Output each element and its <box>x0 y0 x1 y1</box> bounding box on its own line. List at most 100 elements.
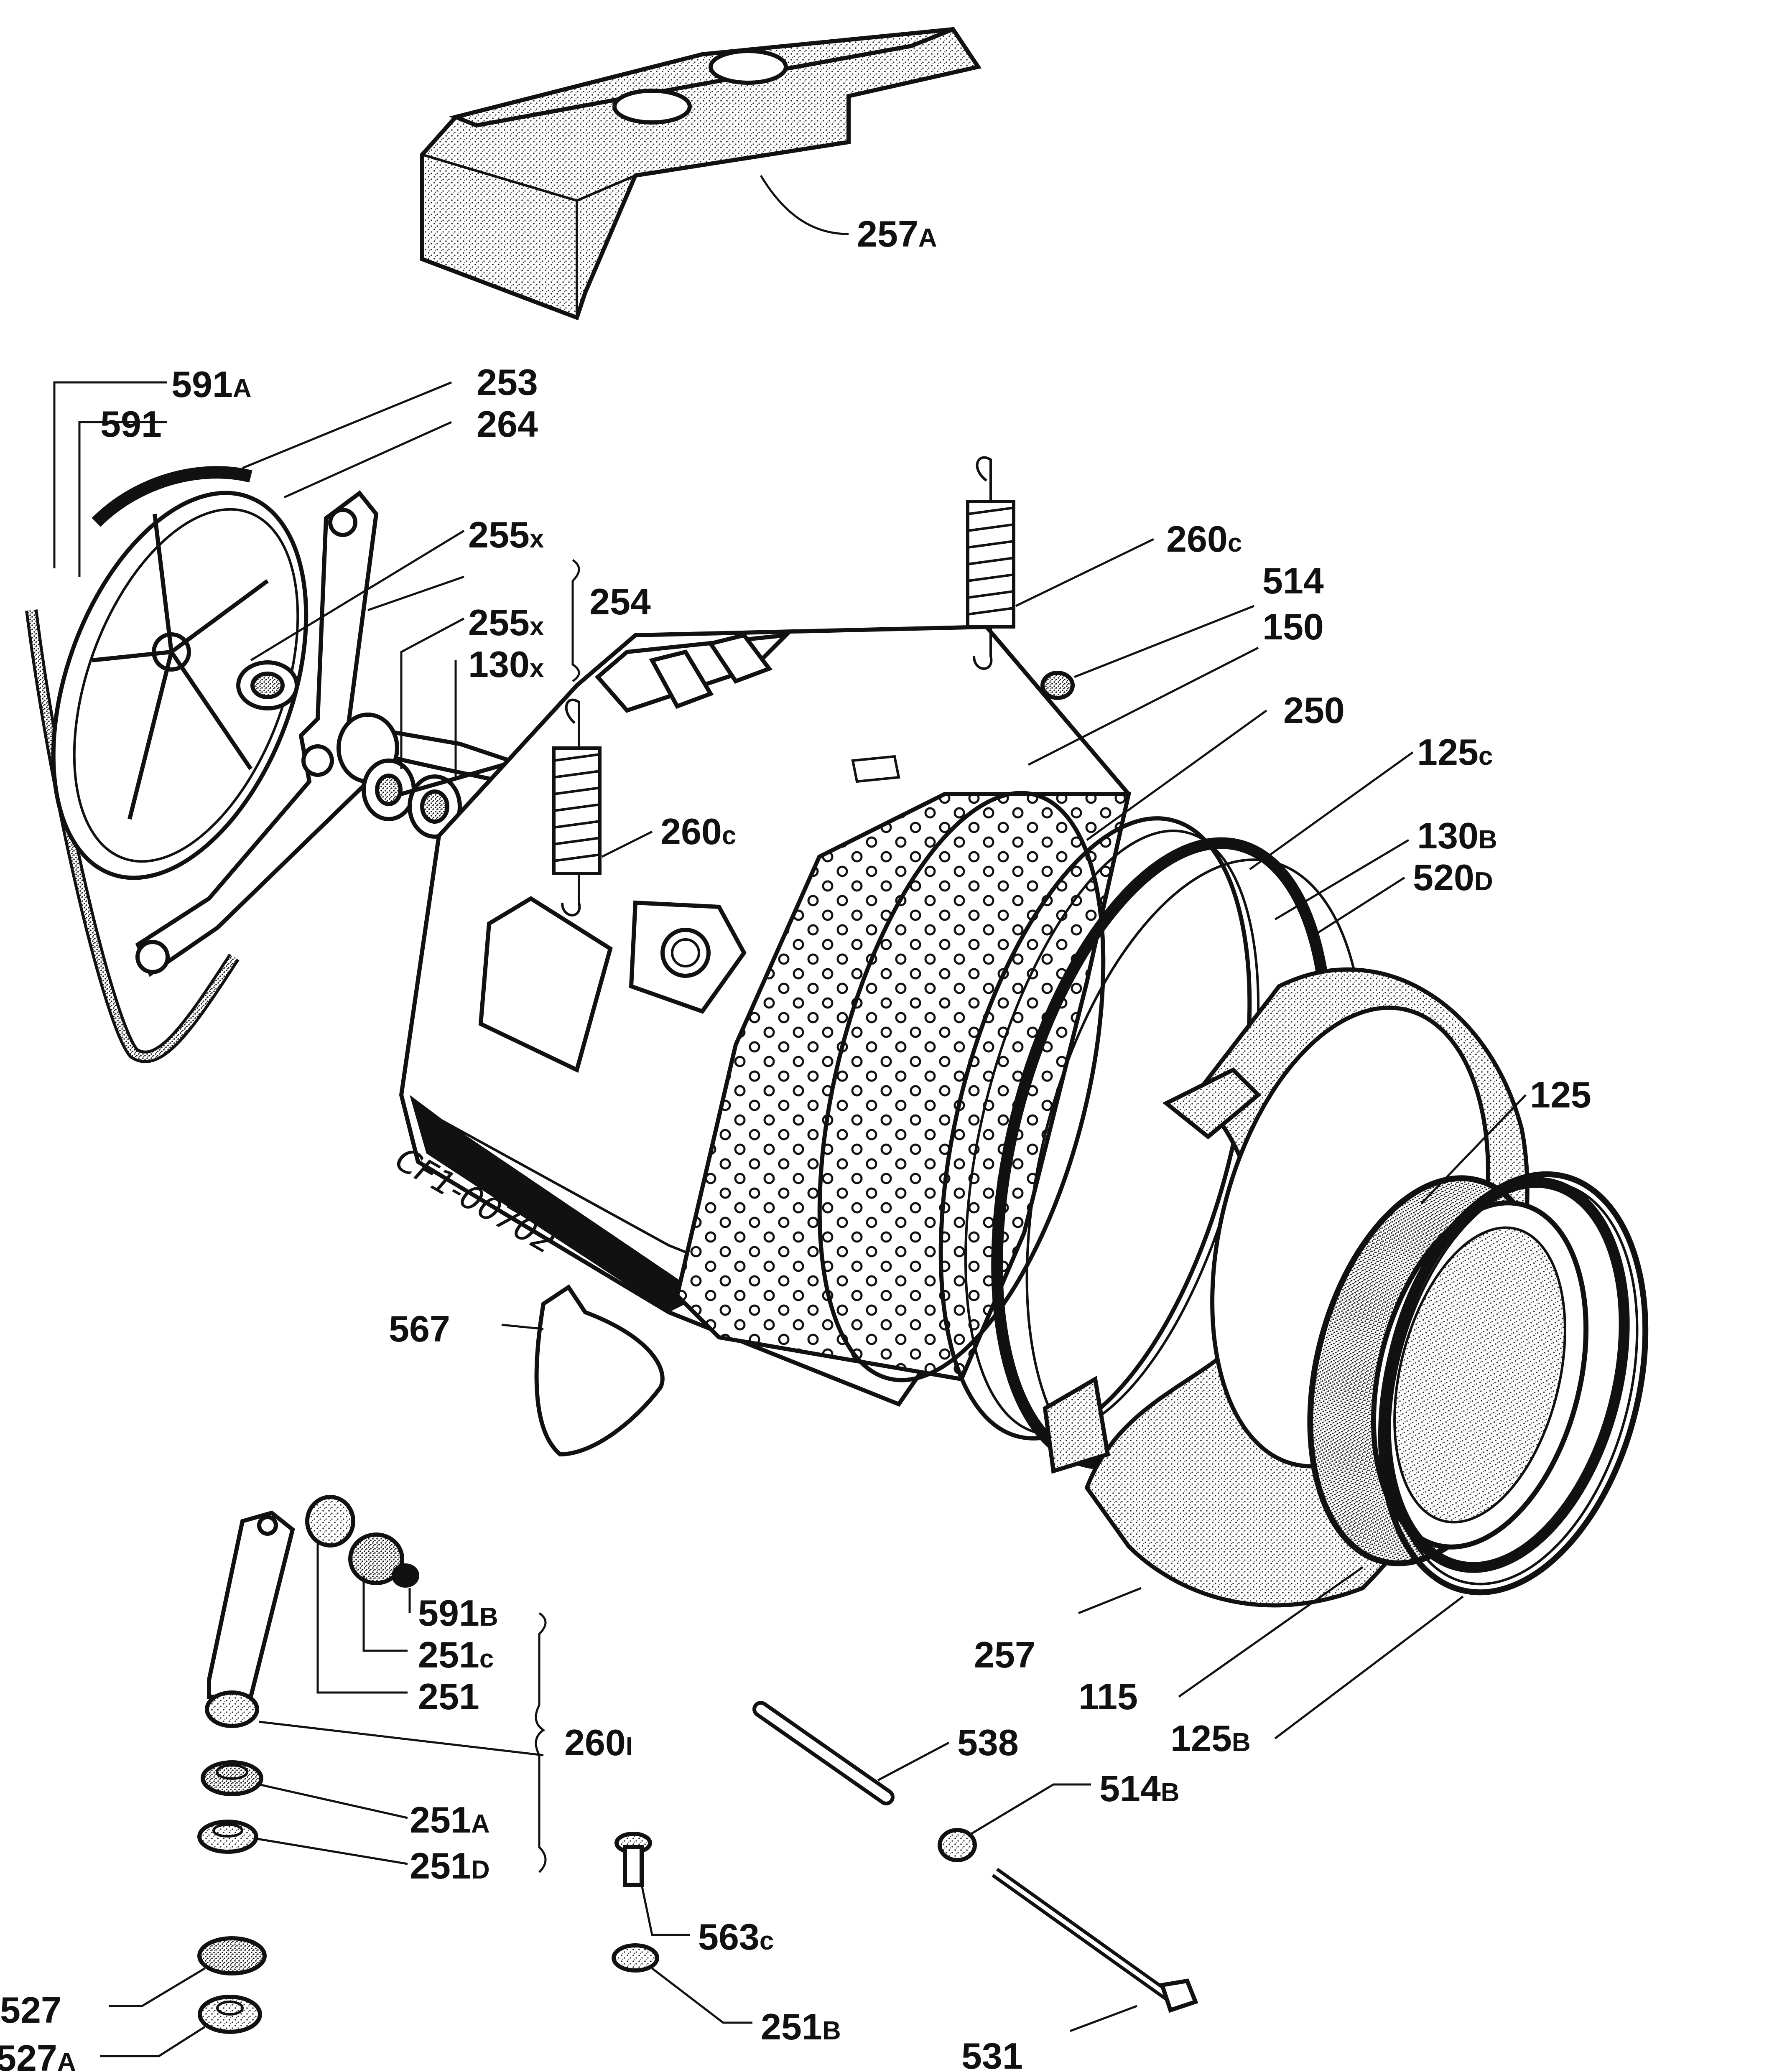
label-527: 527 <box>0 1989 61 2031</box>
label-260c-1: 260c <box>1166 518 1242 560</box>
spring-upper <box>966 456 1015 670</box>
label-suffix: D <box>1474 867 1493 896</box>
label-number: 251 <box>410 1799 471 1840</box>
label-527a: 527A <box>0 2037 76 2072</box>
spring-lower <box>552 698 602 916</box>
label-number: 255 <box>468 602 530 643</box>
label-251c: 251c <box>418 1634 494 1675</box>
label-suffix: B <box>1161 1778 1180 1807</box>
label-255x-1: 255x <box>468 514 544 555</box>
label-number: 563 <box>698 1916 760 1957</box>
label-260i: 260I <box>564 1722 633 1763</box>
door-seal <box>1307 1175 1630 1573</box>
label-number: 260 <box>564 1722 626 1763</box>
label-260c-2: 260c <box>660 811 736 852</box>
label-257: 257 <box>974 1634 1035 1675</box>
label-suffix: c <box>479 1644 494 1673</box>
bearings-shaft <box>362 750 548 839</box>
label-suffix: c <box>722 821 736 850</box>
drum-pulley <box>51 491 308 880</box>
label-suffix: A <box>233 374 252 403</box>
counterweight-top <box>420 27 982 321</box>
label-suffix: c <box>1228 529 1242 557</box>
label-number: 130 <box>468 644 530 685</box>
label-number: 591 <box>418 1592 479 1634</box>
label-suffix: B <box>822 2016 841 2045</box>
bracket-567 <box>534 1284 665 1457</box>
label-130b: 130B <box>1417 815 1497 856</box>
label-538: 538 <box>957 1722 1019 1763</box>
bush-514b <box>938 1828 977 1862</box>
label-suffix: I <box>626 1732 633 1761</box>
pin-538 <box>752 1701 895 1805</box>
label-number: 257 <box>857 213 918 255</box>
inner-drum <box>675 791 1132 1382</box>
label-number: 260 <box>660 811 722 852</box>
label-number: 527 <box>0 1989 61 2031</box>
damper-assembly <box>197 1495 419 1854</box>
label-number: 150 <box>1262 606 1324 647</box>
label-255x-2: 255x <box>468 602 544 643</box>
label-number: 514 <box>1262 560 1324 601</box>
label-115: 115 <box>1078 1676 1138 1717</box>
label-251: 251 <box>418 1676 479 1717</box>
label-125b: 125B <box>1170 1718 1251 1759</box>
label-suffix: c <box>760 1927 774 1955</box>
label-suffix: x <box>530 654 544 683</box>
label-125c: 125c <box>1417 731 1493 773</box>
label-130x: 130x <box>468 644 544 685</box>
label-514: 514 <box>1262 560 1324 601</box>
label-257a: 257A <box>857 213 937 255</box>
label-251b: 251B <box>761 2006 841 2047</box>
label-number: 531 <box>961 2035 1023 2072</box>
label-number: 125 <box>1530 1074 1591 1115</box>
label-suffix: B <box>1232 1728 1251 1757</box>
bolt-563c <box>612 1832 659 1973</box>
label-suffix: x <box>530 524 544 553</box>
label-number: 514 <box>1099 1768 1161 1809</box>
label-suffix: A <box>471 1810 490 1838</box>
label-number: 125 <box>1170 1718 1232 1759</box>
label-251d: 251D <box>410 1845 490 1886</box>
label-number: 254 <box>589 581 651 622</box>
label-number: 520 <box>1413 857 1474 898</box>
label-number: 567 <box>389 1308 450 1349</box>
label-264: 264 <box>477 403 538 445</box>
label-number: 251 <box>418 1634 479 1675</box>
label-591: 591 <box>100 403 162 445</box>
plug-514 <box>1040 671 1075 700</box>
label-number: 130 <box>1417 815 1479 856</box>
label-number: 253 <box>477 361 538 403</box>
label-number: 125 <box>1417 731 1479 773</box>
label-514b: 514B <box>1099 1768 1180 1809</box>
label-suffix: D <box>471 1856 490 1884</box>
label-number: 527 <box>0 2037 57 2072</box>
bolt-531 <box>992 1868 1198 2013</box>
label-number: 115 <box>1078 1676 1138 1717</box>
label-531: 531 <box>961 2035 1023 2072</box>
part-labels: 257A 591A 591 253 264 255x 254 255x 130x… <box>0 213 1591 2072</box>
label-suffix: c <box>1479 742 1493 771</box>
label-number: 591 <box>100 403 162 445</box>
label-250: 250 <box>1283 690 1345 731</box>
leader-lines <box>53 175 1527 2057</box>
label-251a: 251A <box>410 1799 490 1840</box>
clamp-ring <box>1378 1171 1649 1596</box>
label-number: 251 <box>418 1676 479 1717</box>
label-number: 591 <box>171 364 233 405</box>
label-125: 125 <box>1530 1074 1591 1115</box>
label-567: 567 <box>389 1308 450 1349</box>
label-suffix: A <box>918 224 937 252</box>
label-number: 250 <box>1283 690 1345 731</box>
label-591a: 591A <box>171 364 252 405</box>
label-520d: 520D <box>1413 857 1493 898</box>
label-number: 260 <box>1166 518 1228 560</box>
label-150: 150 <box>1262 606 1324 647</box>
label-number: 264 <box>477 403 538 445</box>
label-253: 253 <box>477 361 538 403</box>
label-suffix: B <box>479 1603 498 1632</box>
label-suffix: B <box>1479 825 1497 854</box>
label-number: 255 <box>468 514 530 555</box>
label-number: 251 <box>410 1845 471 1886</box>
label-number: 257 <box>974 1634 1035 1675</box>
